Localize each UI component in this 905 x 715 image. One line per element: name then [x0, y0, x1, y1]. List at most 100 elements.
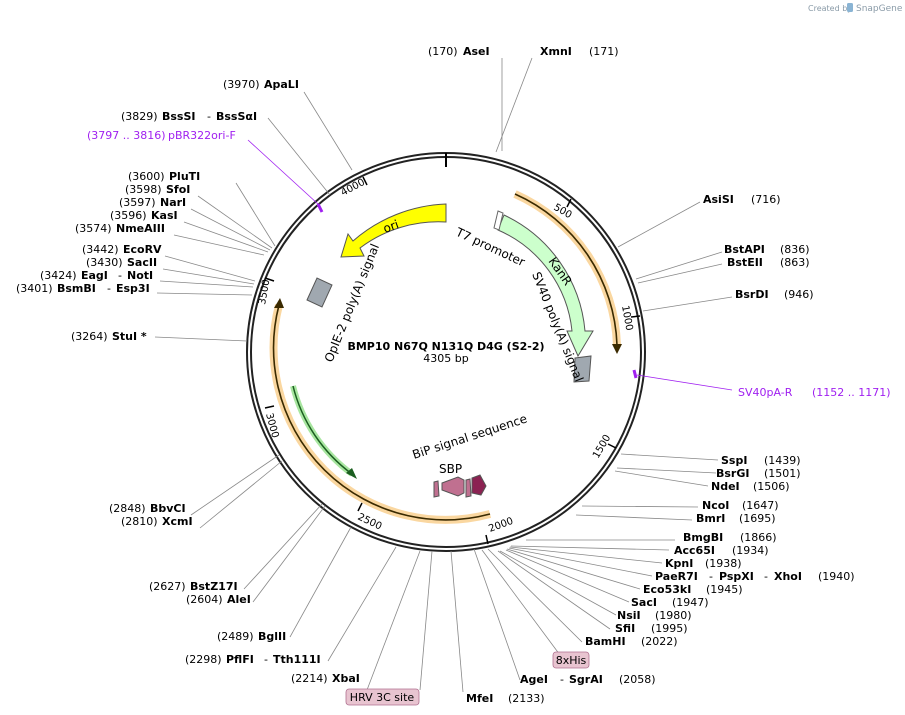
- hrv-site-feature: [465, 478, 472, 498]
- site-bbvci-pos: (2848): [109, 502, 146, 515]
- site-sfoi-name: SfoI: [166, 183, 190, 196]
- site-pluti-name: PluTI: [169, 170, 200, 183]
- sv40pa-primer-leader: [636, 374, 733, 391]
- his-tag-label: 8xHis: [556, 654, 587, 667]
- site-ecorv-name: EcoRV: [123, 243, 162, 256]
- his-tag-feature: [433, 480, 440, 498]
- site-agei-pos: (2058): [619, 673, 656, 686]
- site-bsteii-name: BstEII: [727, 256, 763, 269]
- inner-orf-arc-arrowhead: [346, 468, 357, 479]
- site-kpni-name: KpnI: [665, 557, 693, 570]
- site-asei-pos: (170): [428, 45, 458, 58]
- site-mfei-name: MfeI: [466, 692, 493, 705]
- site-bsmbi-sep: -: [107, 282, 111, 295]
- site-stui-name: StuI *: [112, 330, 147, 343]
- primer-pbr322ori-name: pBR322ori-F: [168, 129, 236, 142]
- site-ndei-name: NdeI: [711, 480, 740, 493]
- site-nmeaiii-name: NmeAIII: [116, 222, 165, 235]
- site-bmri-name: BmrI: [696, 512, 725, 525]
- site-ncoi-pos: (1647): [742, 499, 779, 512]
- site-acc65i-pos: (1934): [732, 544, 769, 557]
- credit-created-by: Created by: [808, 4, 852, 13]
- orf-arc-left-arrowhead: [274, 298, 284, 308]
- tick-label-3500: 3500: [257, 279, 272, 306]
- sv40pa-primer-mark: [632, 369, 638, 379]
- inner-orf-arc-glow: [290, 385, 354, 477]
- orf-arc-right: [514, 193, 618, 346]
- site-bstapi-name: BstAPI: [724, 243, 765, 256]
- site-bsmbi-name2: Esp3I: [116, 282, 150, 295]
- site-eagi-name: EagI: [81, 269, 108, 282]
- sbp-label: SBP: [439, 462, 462, 476]
- site-alei-name: AleI: [227, 593, 251, 606]
- site-kasi-pos: (3596): [110, 209, 147, 222]
- leader-lines: [154, 57, 733, 693]
- bip-feature: [471, 474, 487, 496]
- site-bamhi-name: BamHI: [585, 635, 626, 648]
- site-kpni-pos: (1938): [705, 557, 742, 570]
- primer-sv40pa-name: SV40pA-R: [738, 386, 793, 399]
- site-nari-pos: (3597): [119, 196, 156, 209]
- tick-label-2500: 2500: [356, 512, 384, 533]
- site-bglii-pos: (2489): [217, 630, 254, 643]
- primer-pbr322ori-range: (3797 .. 3816): [87, 129, 166, 142]
- orf-arc-left: [272, 304, 491, 521]
- site-agei-name: AgeI: [520, 673, 548, 686]
- site-pflfi-name: PflFI: [226, 653, 254, 666]
- ori-label: ori: [381, 217, 400, 235]
- site-xmni-name: XmnI: [540, 45, 572, 58]
- plasmid-length: 4305 bp: [423, 352, 468, 365]
- site-sfoi-pos: (3598): [125, 183, 162, 196]
- site-bsrdi-name: BsrDI: [735, 288, 769, 301]
- site-apali-name: ApaLI: [264, 78, 299, 91]
- site-paer7i-pos: (1940): [818, 570, 855, 583]
- site-kasi-name: KasI: [151, 209, 178, 222]
- kanr-feature: [497, 214, 594, 358]
- sv40-polya-feature: [573, 355, 592, 383]
- site-ncoi-name: NcoI: [702, 499, 729, 512]
- his-tag-box: [552, 651, 590, 669]
- site-sacii-pos: (3430): [86, 256, 123, 269]
- site-bmri-pos: (1695): [739, 512, 776, 525]
- site-xbai-pos: (2214): [291, 672, 328, 685]
- site-bsssi-pos: (3829): [121, 110, 158, 123]
- t7-promoter-feature: [493, 210, 504, 231]
- site-bsrgi-name: BsrGI: [716, 467, 749, 480]
- site-pflfi-sep: -: [264, 653, 268, 666]
- site-nari-name: NarI: [160, 196, 186, 209]
- site-eagi-name2: NotI: [127, 269, 153, 282]
- pbr322ori-primer-leader: [247, 139, 319, 205]
- site-paer7i-name3: XhoI: [774, 570, 802, 583]
- hrv-3c-site-box: [345, 688, 420, 706]
- site-paer7i-sep: -: [709, 570, 713, 583]
- site-bbvci-name: BbvCI: [150, 502, 186, 515]
- site-eco53ki-pos: (1945): [706, 583, 743, 596]
- tick-label-1000: 1000: [619, 305, 634, 332]
- primer-sv40pa-range: (1152 .. 1171): [812, 386, 891, 399]
- site-bsmbi-pos: (3401): [16, 282, 53, 295]
- site-bsrgi-pos: (1501): [764, 467, 801, 480]
- site-nsii-pos: (1980): [655, 609, 692, 622]
- site-bsteii-pos: (863): [780, 256, 810, 269]
- site-sspi-pos: (1439): [764, 454, 801, 467]
- site-bstapi-pos: (836): [780, 243, 810, 256]
- site-xmni-pos: (171): [589, 45, 619, 58]
- site-bsmbi-name: BsmBI: [57, 282, 96, 295]
- site-bmgbi-name: BmgBI: [683, 531, 723, 544]
- site-agei-sep: -: [560, 673, 564, 686]
- site-paer7i-name2: PspXI: [719, 570, 754, 583]
- site-bstz17i-name: BstZ17I: [190, 580, 238, 593]
- site-pluti-pos: (3600): [128, 170, 165, 183]
- site-ecorv-pos: (3442): [82, 243, 119, 256]
- site-ndei-pos: (1506): [753, 480, 790, 493]
- site-pflfi-pos: (2298): [185, 653, 222, 666]
- pbr322ori-primer-mark: [316, 203, 324, 213]
- site-xbai-name: XbaI: [332, 672, 360, 685]
- bip-signal-label: BiP signal sequence: [411, 412, 529, 462]
- snapgene-logo-icon: [847, 3, 853, 12]
- site-eco53ki-name: Eco53kI: [643, 583, 691, 596]
- credit-brand: SnapGene: [856, 4, 903, 14]
- site-saci-pos: (1947): [672, 596, 709, 609]
- site-paer7i-name: PaeR7I: [655, 570, 698, 583]
